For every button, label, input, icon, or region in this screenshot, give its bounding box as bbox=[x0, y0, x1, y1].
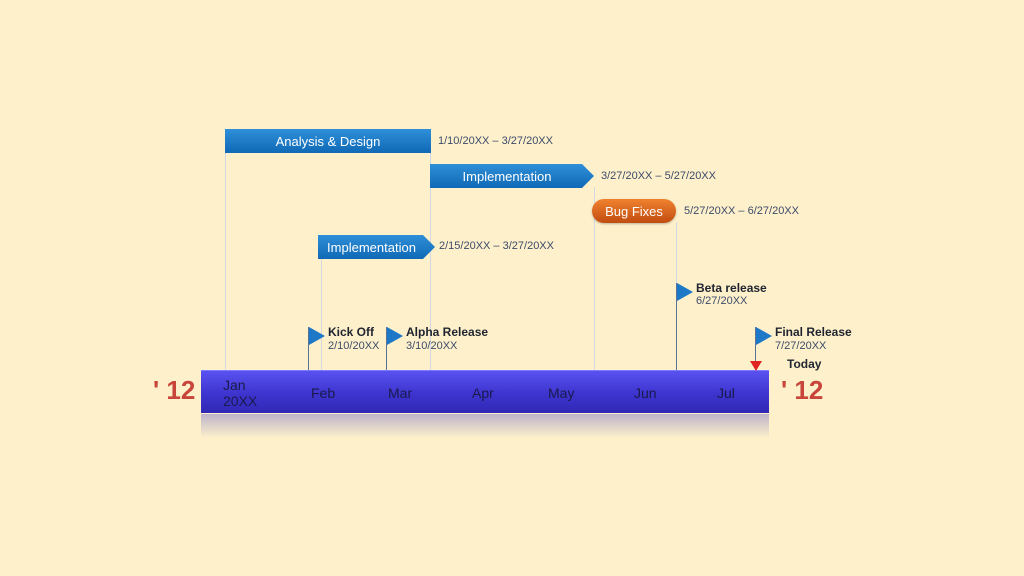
today-label: Today bbox=[787, 357, 822, 371]
month-label: Jan bbox=[223, 377, 246, 393]
axis-reflection bbox=[201, 414, 769, 438]
month-label: Mar bbox=[388, 385, 413, 401]
guide-line bbox=[430, 152, 431, 370]
month-label: May bbox=[548, 385, 575, 401]
milestone-date: 7/27/20XX bbox=[775, 340, 827, 352]
milestone-title: Final Release bbox=[775, 325, 852, 339]
timeline-axis-bar bbox=[201, 370, 769, 413]
task-date-range: 1/10/20XX – 3/27/20XX bbox=[438, 135, 553, 147]
milestone-date: 6/27/20XX bbox=[696, 295, 748, 307]
milestone-date: 2/10/20XX bbox=[328, 340, 380, 352]
task-label: Bug Fixes bbox=[605, 203, 663, 219]
guide-line bbox=[321, 258, 322, 370]
month-label: Feb bbox=[311, 385, 336, 401]
task-label: Implementation bbox=[327, 239, 416, 255]
milestone-title: Beta release bbox=[696, 281, 767, 295]
month-label: Jul bbox=[717, 385, 735, 401]
task-bar-implementation: Implementation bbox=[430, 164, 594, 188]
month-year-label: 20XX bbox=[223, 393, 258, 409]
month-label: Jun bbox=[634, 385, 657, 401]
task-date-range: 2/15/20XX – 3/27/20XX bbox=[439, 240, 554, 252]
task-date-range: 3/27/20XX – 5/27/20XX bbox=[601, 170, 716, 182]
year-label-left: ' 12 bbox=[153, 375, 196, 405]
task-bar-implementation-early: Implementation bbox=[318, 235, 435, 259]
task-label: Implementation bbox=[462, 168, 552, 184]
milestone-title: Kick Off bbox=[328, 325, 375, 339]
milestone-title: Alpha Release bbox=[406, 325, 489, 339]
today-marker-icon bbox=[750, 361, 762, 371]
guide-line bbox=[225, 152, 226, 370]
task-date-range: 5/27/20XX – 6/27/20XX bbox=[684, 205, 799, 217]
task-bar-analysis-design: Analysis & Design bbox=[225, 129, 431, 153]
task-label: Analysis & Design bbox=[275, 133, 381, 149]
year-label-right: ' 12 bbox=[781, 375, 824, 405]
task-bar-bug-fixes: Bug Fixes bbox=[592, 199, 676, 223]
milestone-date: 3/10/20XX bbox=[406, 340, 458, 352]
guide-line bbox=[594, 187, 595, 370]
month-label: Apr bbox=[472, 385, 494, 401]
